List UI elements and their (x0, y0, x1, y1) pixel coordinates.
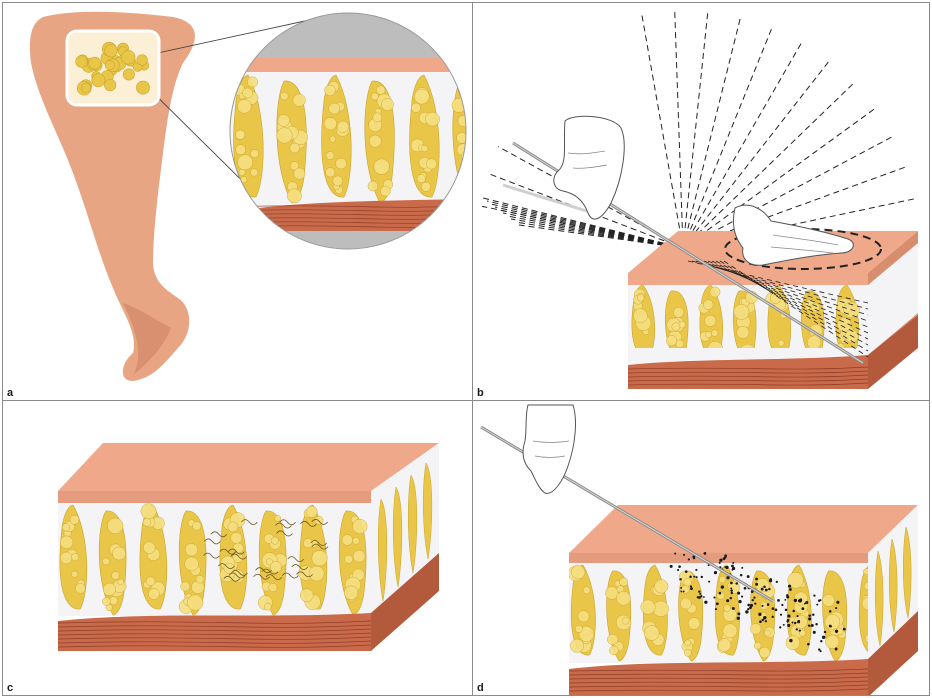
panel-label-c: c (7, 683, 13, 694)
panel-b: b (472, 2, 930, 401)
panel-label-b: b (477, 388, 484, 399)
panel-b-illustration (473, 3, 930, 401)
panel-label-a: a (7, 388, 13, 399)
tissue-zoom-circle (223, 3, 473, 261)
panel-a-illustration (3, 3, 473, 401)
panel-a: a (2, 2, 473, 401)
panel-c: c (2, 400, 473, 696)
tissue-block (568, 505, 918, 696)
tissue-block (58, 443, 439, 651)
panel-c-illustration (3, 401, 473, 696)
panel-d-illustration (473, 401, 930, 696)
panel-label-d: d (477, 683, 484, 694)
cannula-motion-fan (482, 8, 918, 248)
panel-d: d (472, 400, 930, 696)
